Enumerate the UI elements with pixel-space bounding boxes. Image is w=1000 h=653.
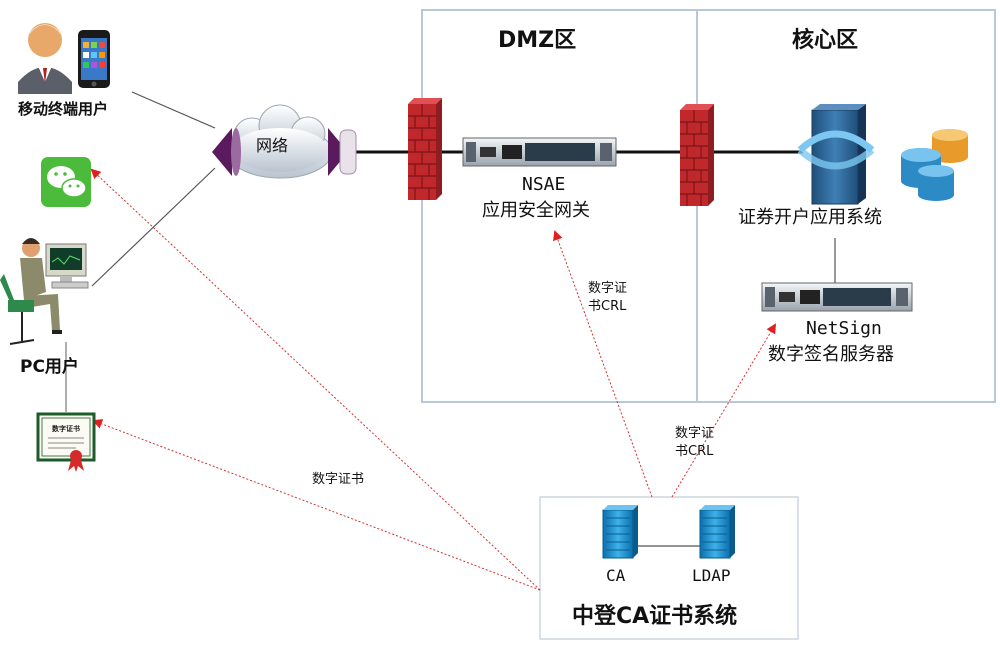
- ldap-server-icon: [699, 505, 735, 559]
- network-cloud-icon: [212, 104, 357, 179]
- nsae-name: NSAE: [522, 174, 566, 195]
- network-label: 网络: [256, 136, 289, 155]
- ca-system-title: 中登CA证书系统: [572, 604, 738, 629]
- netsign-name: NetSign: [806, 318, 882, 339]
- app-system-label: 证券开户应用系统: [738, 207, 882, 228]
- certificate-text: 数字证书: [52, 424, 80, 433]
- dmz-zone-title: DMZ区: [498, 28, 577, 53]
- nsae-desc: 应用安全网关: [482, 200, 590, 221]
- crl-label-netsign-line2: 书CRL: [675, 444, 714, 459]
- crl-arrow-to-nsae: [553, 230, 653, 498]
- certificate-icon: [36, 412, 96, 472]
- mobile-user-label: 移动终端用户: [18, 100, 109, 118]
- netsign-desc: 数字签名服务器: [768, 344, 894, 365]
- pc-network-link: [91, 167, 216, 287]
- pc-user-icon: [0, 238, 89, 345]
- crl-label-nsae-line2: 书CRL: [588, 299, 627, 314]
- core-zone-title: 核心区: [792, 28, 859, 53]
- firewall-right-icon: [680, 104, 714, 206]
- ca-system-box: [539, 496, 799, 640]
- ldap-server-label: LDAP: [692, 566, 731, 585]
- ca-server-label: CA: [606, 566, 626, 585]
- firewall-left-icon: [408, 98, 442, 200]
- app-system-server-icon: [797, 104, 875, 205]
- crl-label-nsae-line1: 数字证: [588, 281, 628, 296]
- pc-user-label: PC用户: [20, 357, 79, 377]
- cert-arrow-to-mobile: [90, 168, 541, 591]
- netsign-appliance-icon: [761, 282, 913, 312]
- nsae-appliance-icon: [462, 137, 617, 167]
- database-icon: [901, 129, 968, 201]
- ca-server-icon: [602, 505, 638, 559]
- wechat-icon: [41, 157, 91, 207]
- crl-label-netsign-line1: 数字证: [675, 426, 715, 441]
- mobile-network-link: [131, 91, 216, 129]
- phone-icon: [78, 30, 110, 88]
- crl-arrow-to-netsign: [671, 323, 777, 498]
- cert-arrow-to-pc: [92, 419, 541, 591]
- cert-label: 数字证书: [312, 472, 365, 487]
- mobile-user-icon: [18, 23, 72, 94]
